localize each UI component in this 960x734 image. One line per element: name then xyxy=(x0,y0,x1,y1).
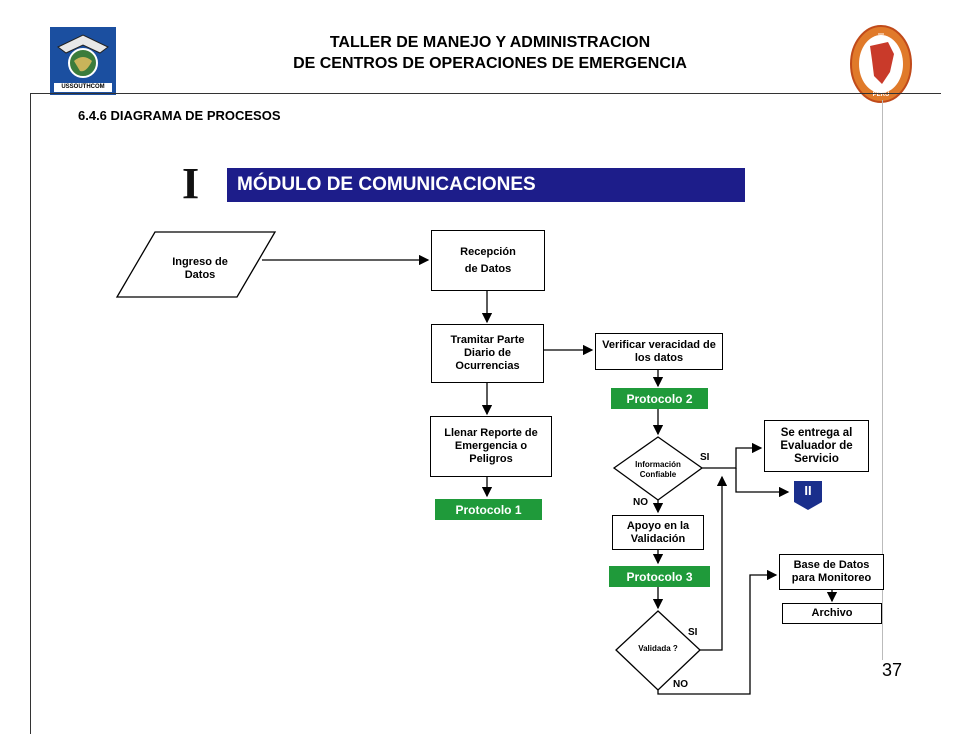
slide-frame xyxy=(30,93,941,734)
right-logo-caption: PERU xyxy=(872,92,890,98)
protocolo-2-badge: Protocolo 2 xyxy=(611,388,708,409)
ingreso-de-datos-label: Ingreso de Datos xyxy=(172,256,228,281)
module-title-banner: MÓDULO DE COMUNICACIONES xyxy=(227,168,745,202)
section-title: 6.4.6 DIAGRAMA DE PROCESOS xyxy=(78,108,281,123)
decision-validada-shape xyxy=(615,610,701,691)
entrega-evaluador-label: Se entrega al Evaluador de Servicio xyxy=(780,426,853,465)
decision-1-si-label: SI xyxy=(700,452,710,463)
protocolo-1-label: Protocolo 1 xyxy=(455,502,522,517)
verificar-veracidad-box: Verificar veracidad de los datos xyxy=(595,333,723,370)
header-title: TALLER DE MANEJO Y ADMINISTRACION DE CEN… xyxy=(180,32,800,74)
module-ii-shape xyxy=(794,481,822,510)
archivo-label: Archivo xyxy=(811,607,853,619)
right-civil-defense-logo: PERU xyxy=(848,24,914,104)
base-de-datos-label: Base de Datos para Monitoreo xyxy=(791,559,872,584)
archivo-box: Archivo xyxy=(782,603,882,624)
llenar-reporte-box: Llenar Reporte de Emergencia o Peligros xyxy=(430,416,552,477)
entrega-evaluador-box: Se entrega al Evaluador de Servicio xyxy=(764,420,869,472)
validada-label: Validada ? xyxy=(638,644,678,653)
protocolo-2-label: Protocolo 2 xyxy=(626,391,693,406)
base-de-datos-box: Base de Datos para Monitoreo xyxy=(779,554,884,590)
decision-2-no-label: NO xyxy=(673,679,688,690)
header-title-line-2: DE CENTROS DE OPERACIONES DE EMERGENCIA xyxy=(293,55,687,72)
protocolo-1-badge: Protocolo 1 xyxy=(435,499,542,520)
header-title-line-1: TALLER DE MANEJO Y ADMINISTRACION xyxy=(329,34,651,51)
page-number: 37 xyxy=(881,660,902,680)
protocolo-3-badge: Protocolo 3 xyxy=(609,566,710,587)
ingreso-shape xyxy=(115,231,277,298)
decision-1-no-label: NO xyxy=(633,497,648,508)
module-ii-marker: II xyxy=(804,483,812,498)
slide-frame-right-edge xyxy=(882,100,883,660)
apoyo-validacion-label: Apoyo en la Validación xyxy=(626,519,690,545)
decision-informacion-shape xyxy=(612,436,704,501)
informacion-confiable-label: Información Confiable xyxy=(635,460,681,479)
tramitar-parte-label: Tramitar Parte Diario de Ocurrencias xyxy=(450,334,525,372)
protocolo-3-label: Protocolo 3 xyxy=(626,569,693,584)
left-logo-caption: USSOUTHCOM xyxy=(61,84,105,90)
apoyo-validacion-box: Apoyo en la Validación xyxy=(612,515,704,550)
recepcion-de-datos-box: Recepción de Datos xyxy=(431,230,545,291)
decision-2-si-label: SI xyxy=(688,627,698,638)
module-roman-numeral: I xyxy=(182,159,200,208)
left-emblem-logo: USSOUTHCOM xyxy=(50,27,116,95)
tramitar-parte-box: Tramitar Parte Diario de Ocurrencias xyxy=(431,324,544,383)
llenar-reporte-label: Llenar Reporte de Emergencia o Peligros xyxy=(444,427,538,465)
recepcion-de-datos-label: Recepción de Datos xyxy=(460,245,516,275)
verificar-veracidad-label: Verificar veracidad de los datos xyxy=(602,338,716,364)
